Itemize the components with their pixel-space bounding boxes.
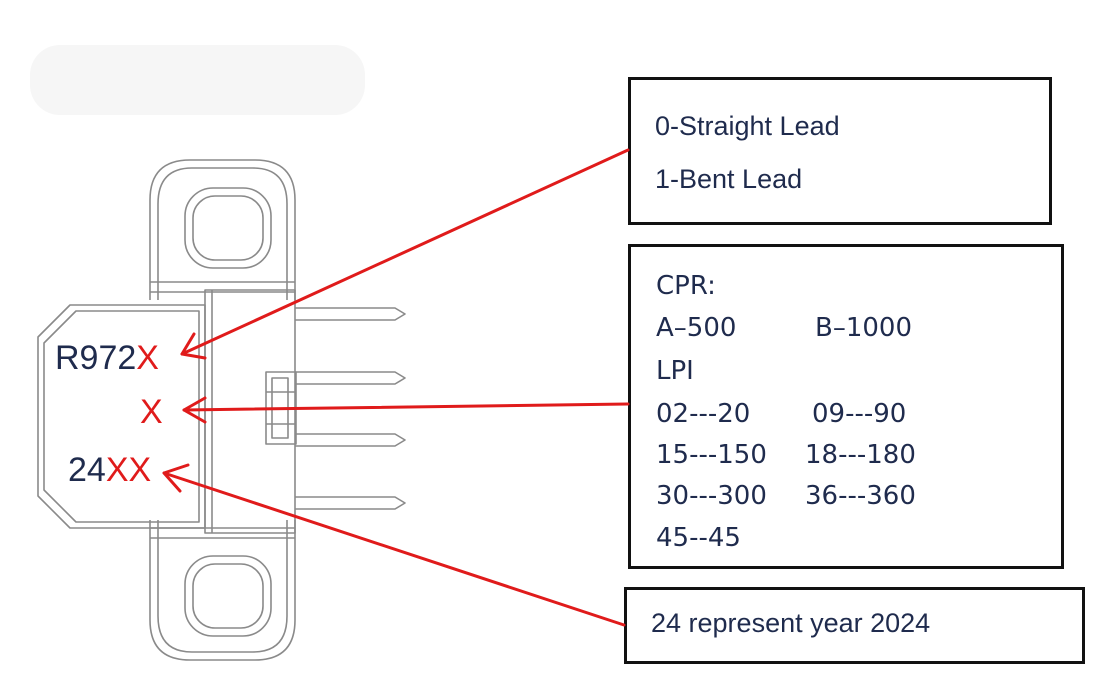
top-mounting-ear	[149, 159, 296, 300]
top-mounting-hole	[184, 187, 272, 269]
lpi-row-1-right: 09---90	[812, 399, 907, 429]
lead-type-box: 0-Straight Lead 1-Bent Lead	[628, 77, 1052, 225]
lpi-row-1-left: 02---20	[656, 399, 751, 429]
cpr-option-b: B–1000	[815, 313, 913, 343]
marking-line-2: X	[140, 393, 163, 431]
lead-option-bent: 1-Bent Lead	[655, 164, 803, 194]
cpr-option-a: A–500	[656, 313, 737, 343]
marking-line-3-prefix: 24	[68, 451, 106, 489]
pin-3	[295, 433, 406, 447]
lead-option-straight: 0-Straight Lead	[655, 111, 840, 141]
marking-line-1: R972X	[55, 341, 159, 375]
lpi-row-2-right: 18---180	[805, 440, 916, 470]
marking-line-3-suffix: XX	[105, 451, 152, 489]
lpi-row-3-right: 36---360	[805, 481, 916, 511]
pin-2	[295, 371, 406, 385]
faded-background-patch	[30, 45, 365, 115]
marking-line-3: 24XX	[68, 453, 151, 487]
lpi-row-3-left: 30---300	[656, 481, 767, 511]
bottom-mounting-ear	[149, 520, 296, 661]
pin-4	[295, 496, 406, 510]
arrow-lead-type-line	[180, 148, 630, 356]
pin-1	[295, 307, 406, 321]
lpi-row-2-left: 15---150	[656, 440, 767, 470]
arrow-year-head	[162, 463, 190, 493]
year-box: 24 represent year 2024	[624, 587, 1085, 664]
bottom-mounting-hole	[184, 555, 272, 637]
year-description: 24 represent year 2024	[651, 608, 931, 638]
arrow-cpr-lpi-line	[182, 402, 630, 412]
lpi-title: LPI	[656, 356, 694, 386]
cpr-title: CPR:	[656, 271, 716, 301]
arrow-lead-type-head	[180, 332, 207, 360]
cpr-lpi-box: CPR: A–500 B–1000 LPI 02---20 09---90 15…	[628, 244, 1064, 569]
marking-line-1-prefix: R972	[55, 339, 137, 377]
arrow-cpr-lpi-head	[182, 396, 207, 424]
marking-line-1-suffix: X	[136, 339, 159, 377]
arrow-year-line	[162, 471, 626, 627]
lpi-row-4-left: 45--45	[656, 523, 741, 553]
